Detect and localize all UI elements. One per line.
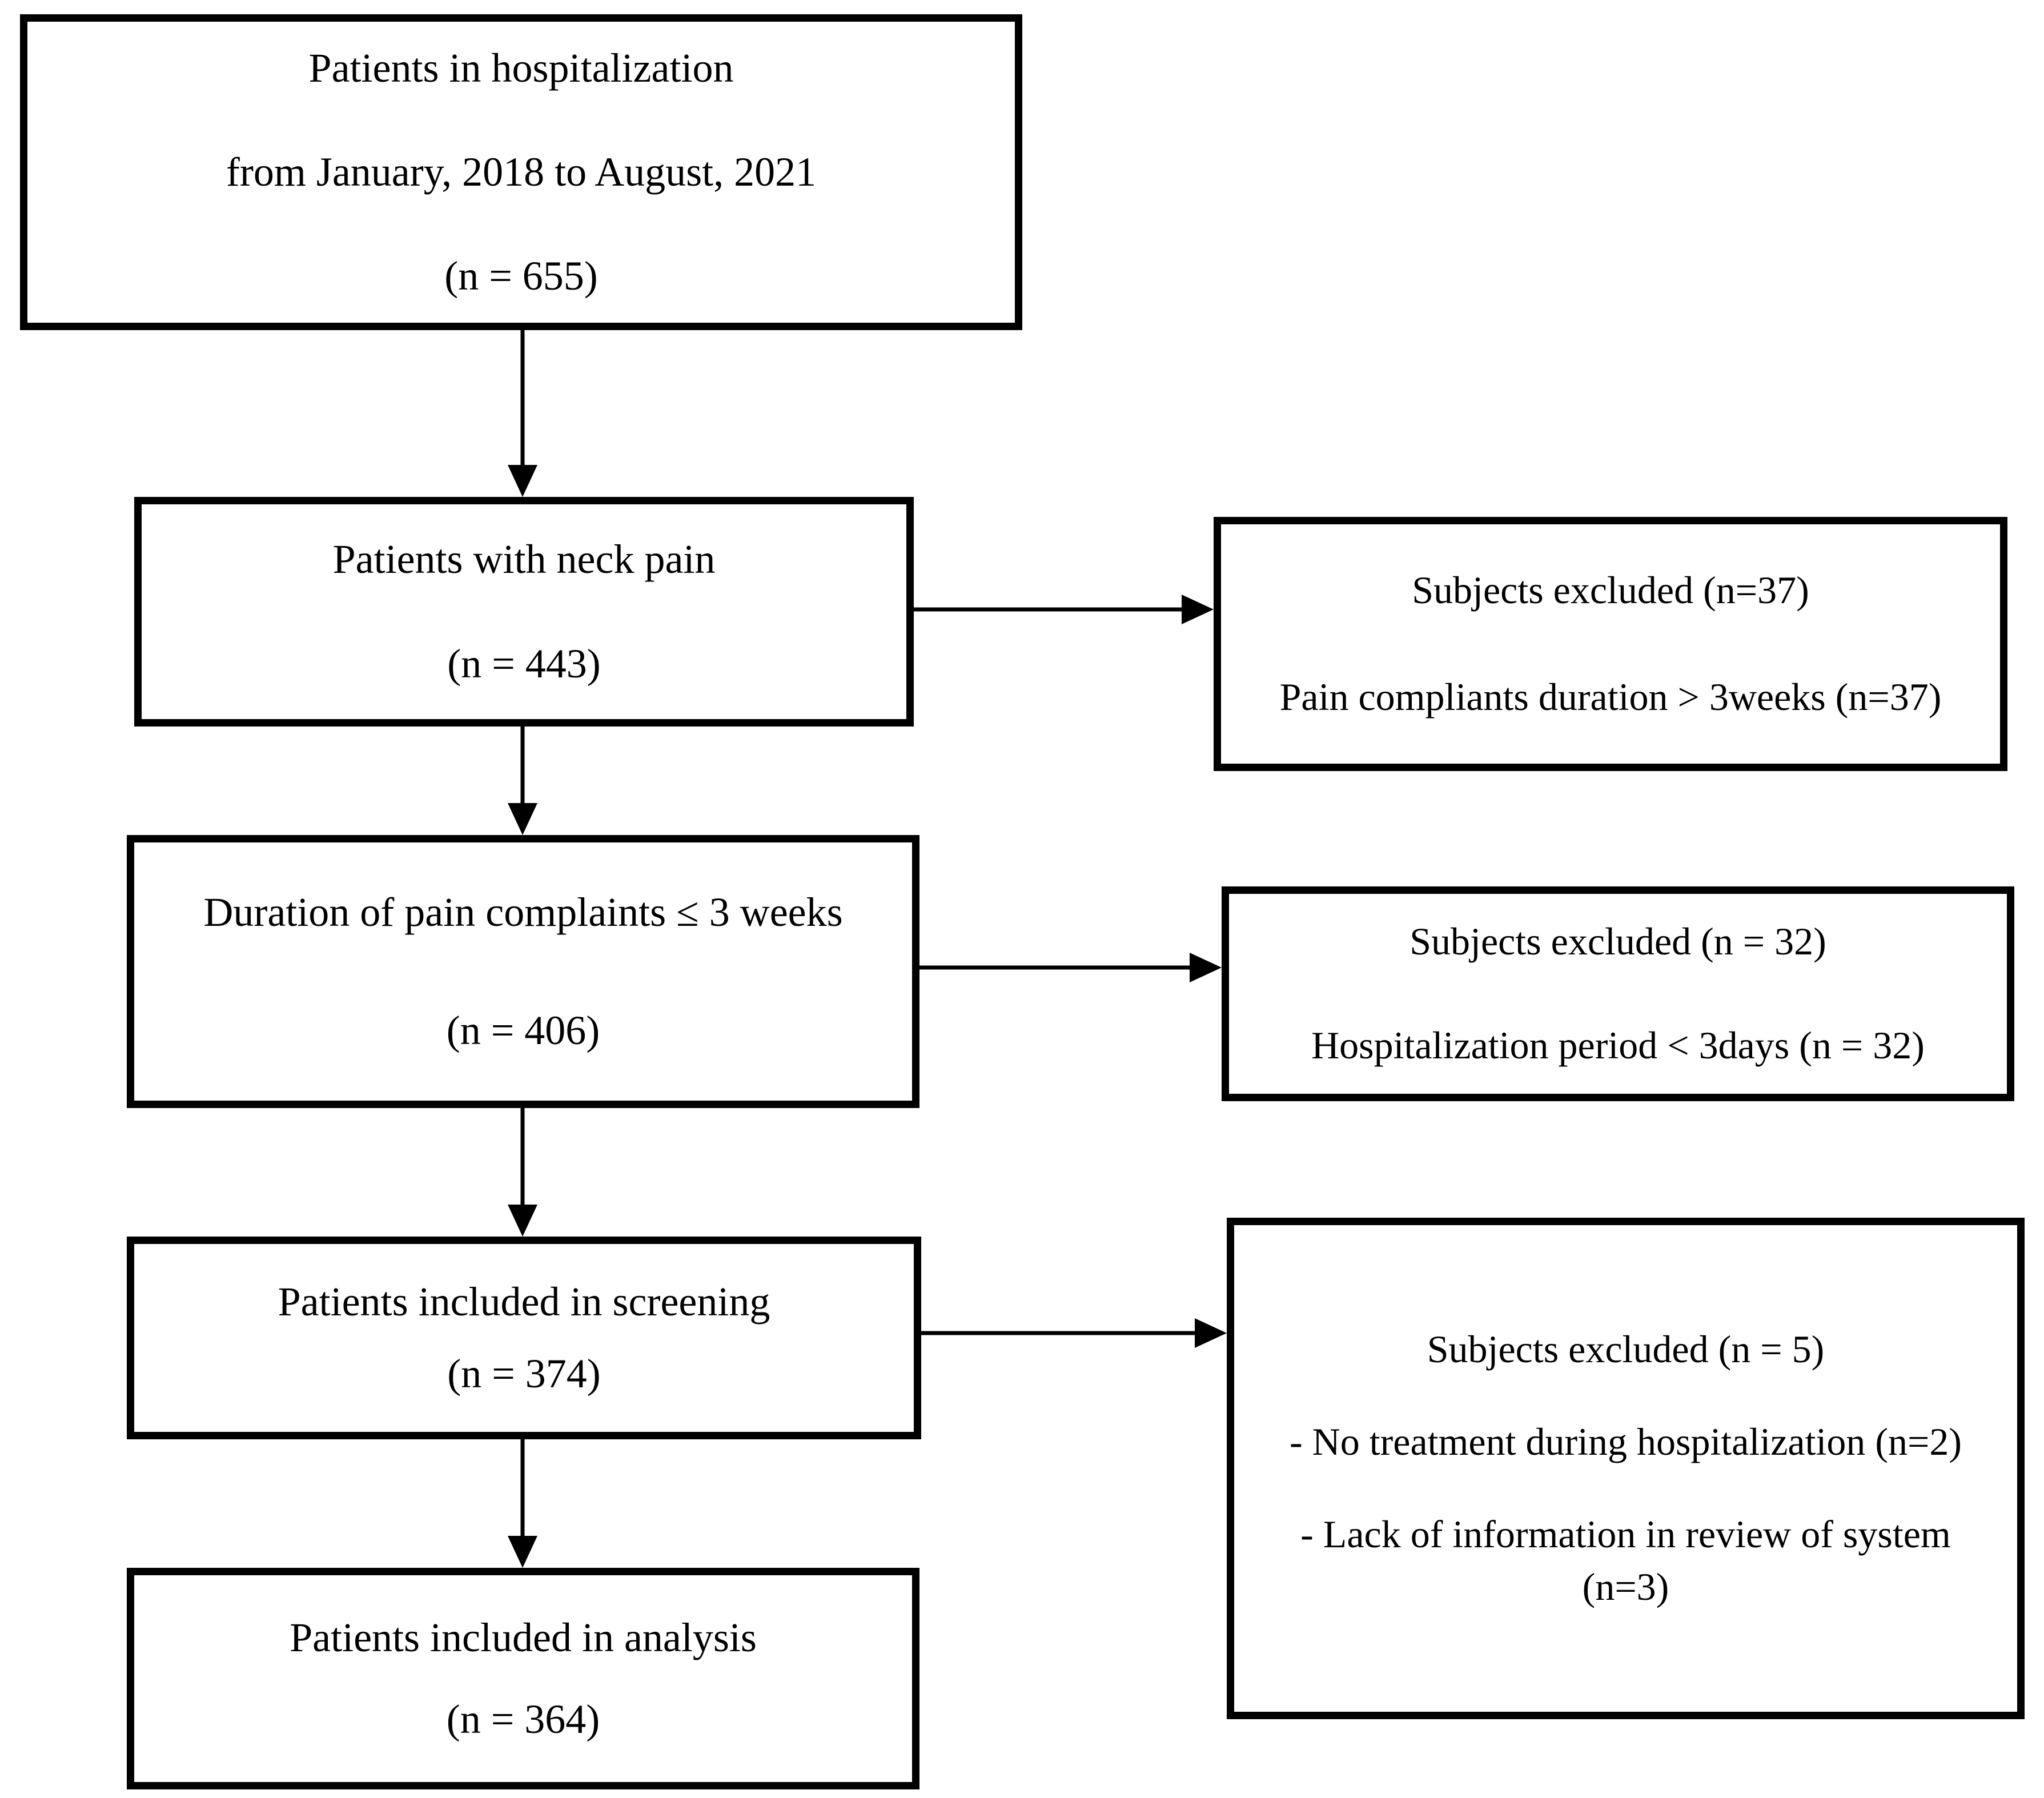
arrow-screening-to-analysis xyxy=(508,1439,537,1568)
excluded-duration-reason: Hospitalization period < 3days (n = 32) xyxy=(1311,1024,1925,1067)
arrow-head-right-icon xyxy=(1182,595,1214,624)
arrow-head-right-icon xyxy=(1190,953,1222,982)
excluded-screening-reason1: - No treatment during hospitalization (n… xyxy=(1289,1420,1962,1464)
excluded-screening-reason2: - Lack of information in review of syste… xyxy=(1300,1512,1951,1608)
exclusion-box-screening: Subjects excluded (n = 5) - No treatment… xyxy=(1227,1218,2025,1719)
arrow-shaft xyxy=(914,607,1185,612)
arrow-neck-pain-to-excluded xyxy=(914,595,1214,624)
arrow-head-down-icon xyxy=(508,803,537,835)
exclusion-box-duration: Subjects excluded (n = 32) Hospitalizati… xyxy=(1222,886,2014,1101)
excluded-duration-header: Subjects excluded (n = 32) xyxy=(1409,920,1826,964)
arrow-shaft xyxy=(520,727,525,806)
arrow-head-down-icon xyxy=(508,465,537,497)
excluded-neck-pain-reason: Pain compliants duration > 3weeks (n=37) xyxy=(1279,675,1942,719)
excluded-screening-header: Subjects excluded (n = 5) xyxy=(1427,1327,1825,1371)
hospitalization-line2: from January, 2018 to August, 2021 xyxy=(226,149,817,195)
excluded-neck-pain-header: Subjects excluded (n=37) xyxy=(1412,568,1809,612)
flow-box-analysis: Patients included in analysis (n = 364) xyxy=(127,1568,919,1789)
hospitalization-count: (n = 655) xyxy=(444,253,598,299)
duration-count: (n = 406) xyxy=(446,1008,600,1053)
flow-box-screening: Patients included in screening (n = 374) xyxy=(127,1237,921,1439)
arrow-head-down-icon xyxy=(508,1536,537,1568)
screening-line1: Patients included in screening xyxy=(278,1279,770,1325)
hospitalization-line1: Patients in hospitalization xyxy=(308,45,734,91)
arrow-head-right-icon xyxy=(1195,1318,1227,1348)
flow-box-duration: Duration of pain complaints ≤ 3 weeks (n… xyxy=(127,835,919,1108)
arrow-shaft xyxy=(919,965,1193,970)
arrow-shaft xyxy=(520,1108,525,1208)
exclusion-box-neck-pain: Subjects excluded (n=37) Pain compliants… xyxy=(1214,517,2007,771)
screening-count: (n = 374) xyxy=(447,1350,601,1396)
arrow-duration-to-screening xyxy=(508,1108,537,1237)
arrow-screening-to-excluded xyxy=(921,1318,1227,1348)
neck-pain-count: (n = 443) xyxy=(447,640,601,687)
arrow-neck-pain-to-duration xyxy=(508,727,537,835)
flow-box-hospitalization: Patients in hospitalization from January… xyxy=(20,14,1022,330)
arrow-head-down-icon xyxy=(508,1205,537,1237)
analysis-count: (n = 364) xyxy=(446,1696,600,1742)
duration-line1: Duration of pain complaints ≤ 3 weeks xyxy=(203,889,843,935)
arrow-duration-to-excluded xyxy=(919,953,1222,982)
arrow-shaft xyxy=(520,1439,525,1539)
neck-pain-line1: Patients with neck pain xyxy=(332,536,716,583)
flow-box-neck-pain: Patients with neck pain (n = 443) xyxy=(134,497,914,727)
analysis-line1: Patients included in analysis xyxy=(290,1615,757,1661)
arrow-shaft xyxy=(520,330,525,468)
arrow-hospitalization-to-neck-pain xyxy=(508,330,537,497)
arrow-shaft xyxy=(921,1331,1198,1335)
